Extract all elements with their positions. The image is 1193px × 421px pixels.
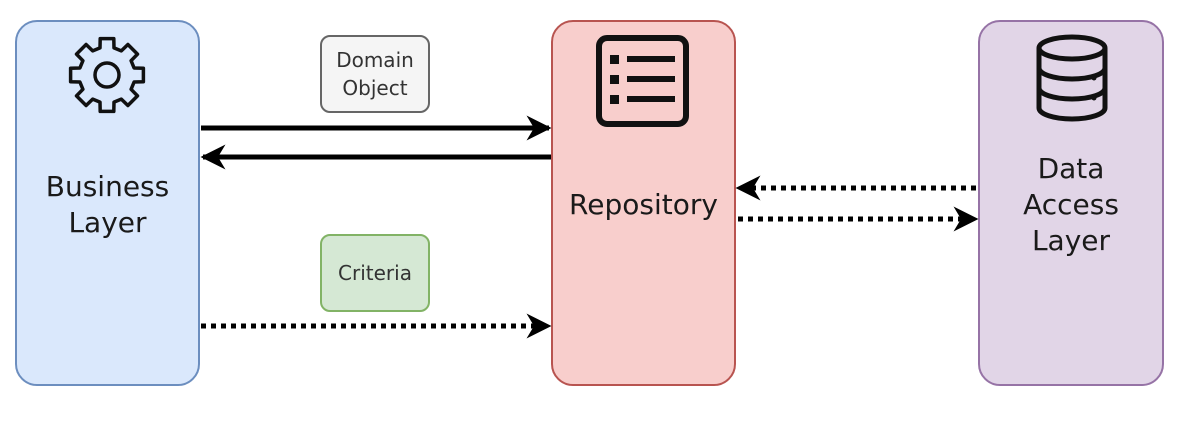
gear-outline: [68, 36, 146, 114]
list-icon: [596, 35, 689, 127]
repository-label: Repository: [569, 188, 718, 221]
domain-object-tag: Domain Object: [320, 35, 430, 113]
database-icon: [1036, 34, 1108, 122]
data-access-layer-label: Data Access Layer: [1023, 152, 1119, 257]
gear-icon: [68, 36, 146, 114]
business-layer-box: [15, 20, 200, 386]
criteria-tag: Criteria: [320, 234, 430, 312]
business-layer-label: Business Layer: [45, 170, 170, 239]
